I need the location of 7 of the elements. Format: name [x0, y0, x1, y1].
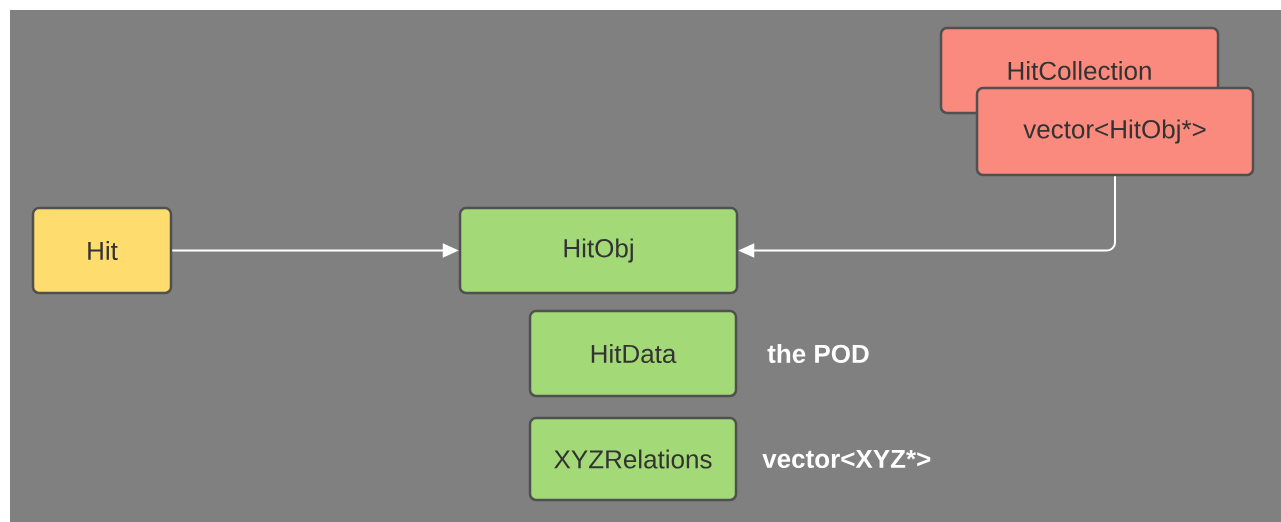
process-box: Hit: [31, 206, 173, 295]
process-box: HitData: [528, 309, 738, 398]
process-box: XYZRelations: [528, 416, 738, 502]
annotation-text: vector<XYZ*>: [762, 449, 931, 469]
process-box: HitObj: [458, 206, 739, 295]
process-box: vector<HitObj*>: [975, 86, 1255, 177]
annotation-text: the POD: [767, 343, 869, 364]
